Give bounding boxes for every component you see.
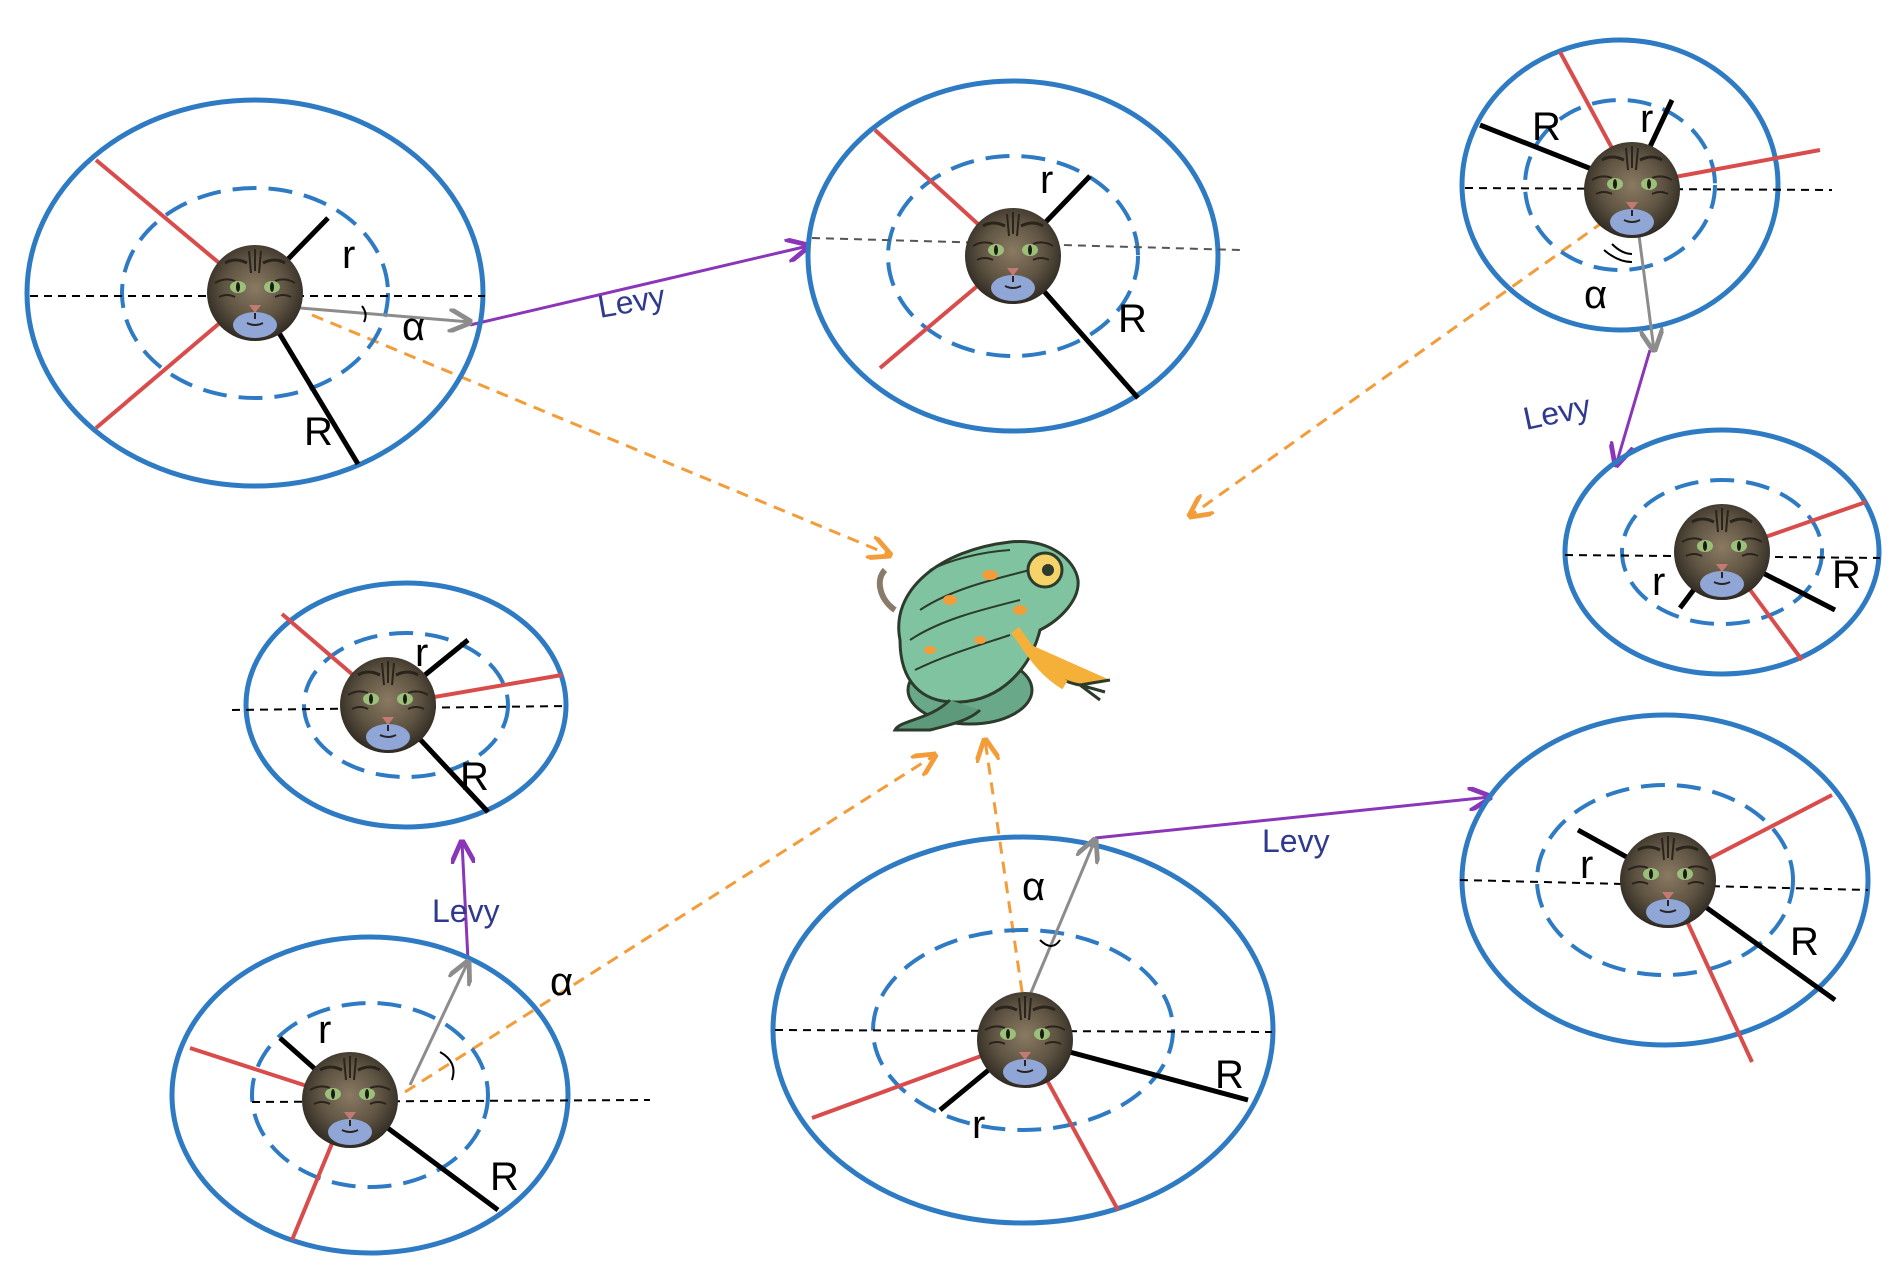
- angle-label-f: α: [550, 960, 573, 1004]
- small-radius-label-b: r: [1040, 158, 1053, 202]
- angle-label-c: α: [1584, 273, 1607, 317]
- frog-icon: [876, 540, 1111, 732]
- large-radius-label-e: R: [460, 755, 489, 799]
- direction-arrow-f: [408, 962, 468, 1086]
- small-radius-label-a: r: [342, 233, 355, 277]
- large-radius-label-c: R: [1532, 105, 1561, 149]
- small-radius-label-h: r: [1580, 843, 1593, 887]
- prey-attraction-arrows: [311, 208, 1621, 1094]
- large-radius-label-h: R: [1790, 920, 1819, 964]
- prey-arrow-top-left: [311, 313, 890, 555]
- large-radius-label-g: R: [1215, 1053, 1244, 1097]
- agent-cluster-g: α R r: [770, 837, 1276, 1226]
- prey-arrow-bottom-left: [404, 755, 935, 1094]
- agent-cluster-c: α R r: [1459, 37, 1833, 350]
- small-radius-label-c: r: [1640, 97, 1653, 141]
- prey-arrow-bottom-center: [985, 740, 1027, 1013]
- large-radius-label-a: R: [304, 410, 333, 454]
- agent-cluster-b: r R: [805, 78, 1241, 434]
- levy-label-1: Levy: [595, 278, 668, 325]
- agent-cluster-d: R r: [1562, 427, 1882, 677]
- levy-flight-arrows: [462, 246, 1652, 961]
- levy-label-4: Levy: [1262, 823, 1330, 859]
- agent-cluster-a: α r R: [24, 97, 486, 489]
- angle-label-a: α: [402, 305, 425, 349]
- levy-arrow-4: [1094, 797, 1490, 840]
- small-radius-label-e: r: [415, 631, 428, 675]
- angle-label-g: α: [1022, 865, 1045, 909]
- levy-label-3: Levy: [432, 893, 500, 929]
- small-radius-label-f: r: [318, 1008, 331, 1052]
- direction-arrow-c: [1636, 227, 1654, 350]
- small-radius-label-d: r: [1652, 560, 1665, 604]
- large-radius-label-b: R: [1118, 297, 1147, 341]
- agent-cluster-f: α r R: [169, 934, 651, 1256]
- agent-cluster-h: r R: [1459, 712, 1871, 1063]
- prey-arrow-top-right: [1190, 208, 1621, 516]
- direction-arrow-g: [1028, 840, 1095, 996]
- large-radius-label-f: R: [490, 1155, 519, 1199]
- levy-arrow-1: [469, 246, 808, 327]
- levy-label-2: Levy: [1520, 388, 1594, 437]
- levy-arrow-3: [462, 842, 468, 961]
- levy-arrow-2: [1616, 349, 1652, 465]
- small-radius-label-g: r: [972, 1103, 985, 1147]
- agent-cluster-e: r R: [231, 580, 569, 830]
- large-radius-label-d: R: [1832, 553, 1861, 597]
- direction-arrow-a: [299, 306, 470, 322]
